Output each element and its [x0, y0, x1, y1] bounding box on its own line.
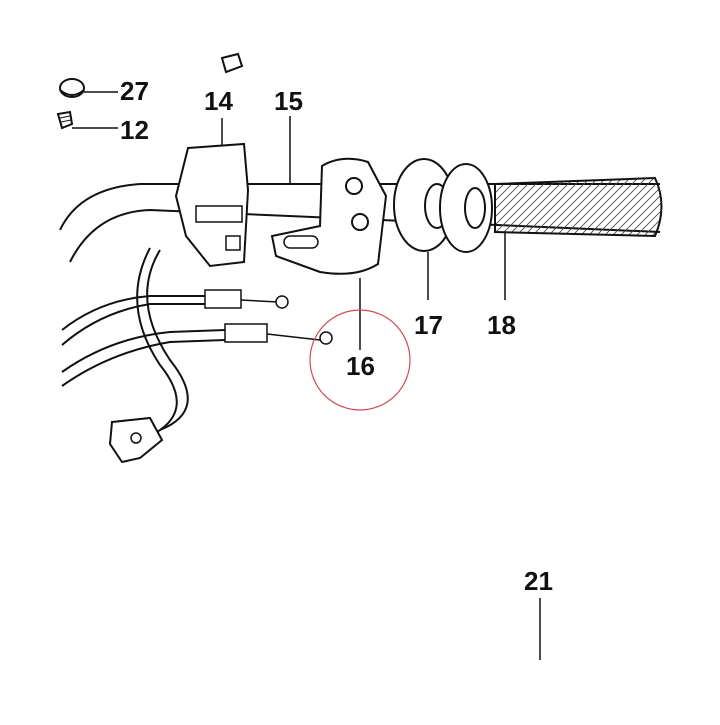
handlebar-tube [59, 116, 661, 263]
screw-12-part [56, 110, 118, 130]
clamp-14-part [174, 118, 250, 268]
callout-27: 27 [120, 76, 149, 106]
callout-14: 14 [204, 86, 233, 116]
nut-part [220, 52, 244, 74]
throttle-housing-16-part [270, 157, 388, 350]
cap-27-part [59, 78, 118, 98]
callout-16: 16 [346, 351, 375, 381]
callout-18: 18 [487, 310, 516, 340]
callout-21: 21 [524, 566, 553, 596]
grip-18-part [494, 176, 663, 300]
washers-17-part [393, 158, 493, 300]
callout-15: 15 [274, 86, 303, 116]
highlight-circle [309, 309, 411, 411]
callout-12: 12 [120, 115, 149, 145]
throttle-cables [61, 247, 333, 437]
callout-17: 17 [414, 310, 443, 340]
switch-connector-part [108, 416, 164, 464]
